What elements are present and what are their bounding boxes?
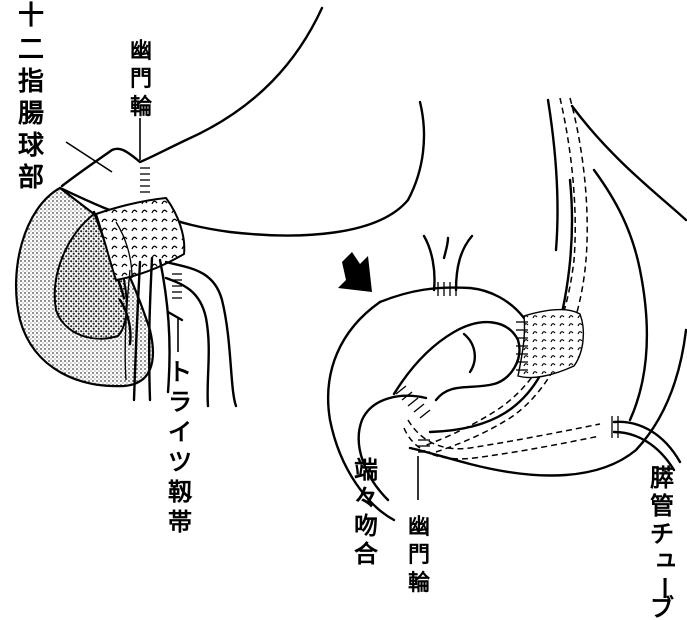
svg-text:管: 管 [650,492,674,520]
label-pylorus-left: 幽 門 輪 [130,39,153,120]
svg-text:ュ: ュ [654,544,678,572]
svg-text:輪: 輪 [130,94,153,120]
svg-text:門: 門 [130,67,152,92]
svg-text:イ: イ [168,418,192,446]
svg-text:幽: 幽 [130,39,152,64]
svg-text:端: 端 [354,456,378,484]
left-figure [16,8,424,406]
label-ligament-treitz: ト ラ イ ツ 靱 帯 [168,358,193,536]
svg-text:ブ: ブ [650,594,674,620]
svg-text:ト: ト [168,358,192,386]
svg-text:輪: 輪 [408,570,431,596]
svg-text:々: 々 [354,484,378,512]
svg-text:球: 球 [18,131,45,161]
svg-text:靱: 靱 [168,478,193,506]
svg-text:門: 門 [408,543,430,568]
svg-text:指: 指 [18,67,44,97]
down-right-arrow-icon [338,252,372,292]
label-pylorus-right: 幽 門 輪 [408,515,431,596]
svg-text:幽: 幽 [408,515,430,540]
svg-text:膵: 膵 [650,464,674,492]
svg-text:合: 合 [354,540,379,568]
svg-text:腸: 腸 [18,99,44,129]
svg-text:部: 部 [18,163,44,193]
svg-text:ラ: ラ [168,388,192,416]
label-pancreatic-tube: 膵 管 チ ュ ー ブ [650,464,678,620]
svg-text:ツ: ツ [168,448,192,476]
suture-marks-right [396,282,528,452]
label-duodenal-bulb: 十 二 指 腸 球 部 [18,1,45,193]
svg-text:二: 二 [18,35,44,65]
stomach-outline-left [62,8,322,186]
right-figure [328,98,686,520]
svg-text:十: 十 [18,1,44,31]
svg-text:帯: 帯 [168,508,192,536]
pancreas [518,310,583,378]
svg-text:吻: 吻 [354,512,378,540]
label-end-to-end: 端 々 吻 合 [354,456,379,568]
